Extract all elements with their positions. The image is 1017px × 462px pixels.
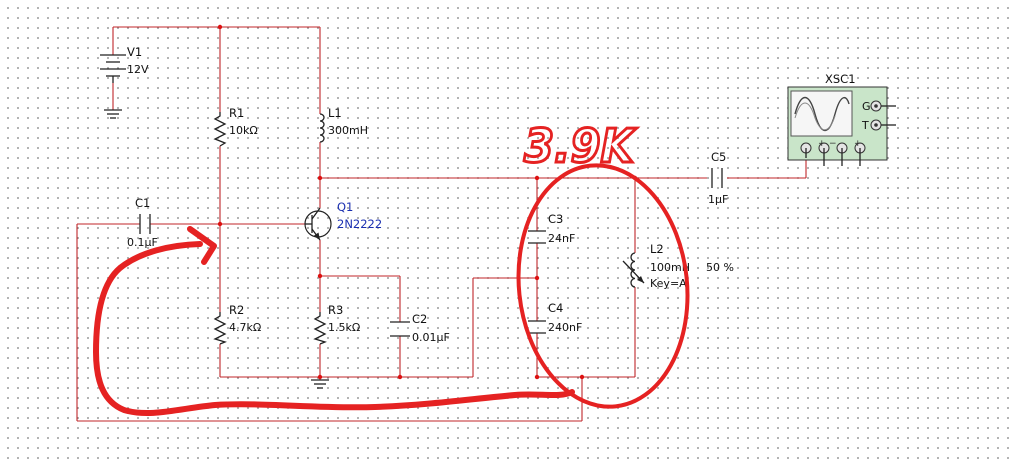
svg-text:+: + — [818, 139, 826, 149]
v1-value: 12V — [127, 63, 149, 76]
c2-value: 0.01µF — [412, 331, 450, 344]
ground-icon — [104, 109, 122, 119]
c5-name: C5 — [711, 150, 726, 164]
resistor-r2-symbol[interactable] — [213, 312, 227, 345]
resistor-r3-symbol[interactable] — [313, 312, 327, 345]
oscilloscope-xsc1[interactable]: + − + — [787, 86, 896, 166]
svg-text:−: − — [829, 139, 837, 149]
c3-value: 24nF — [548, 232, 575, 245]
r2-name: R2 — [229, 303, 244, 317]
r1-value: 10kΩ — [229, 124, 258, 137]
ground-icon — [311, 379, 329, 389]
svg-text:+: + — [854, 139, 862, 149]
q1-name: Q1 — [337, 200, 353, 214]
waveform-icon — [794, 96, 850, 132]
scope-t-label: T — [861, 119, 869, 132]
annotation-text: 3.9K — [524, 119, 637, 173]
capacitor-c3-symbol[interactable] — [528, 230, 546, 244]
scope-g-label: G — [862, 100, 871, 113]
l2-value: 100mH — [650, 261, 690, 274]
wires — [76, 26, 807, 422]
v1-name: V1 — [127, 45, 142, 59]
c5-value: 1µF — [708, 193, 728, 206]
battery-v1-symbol[interactable] — [100, 54, 126, 83]
l2-percent: 50 % — [706, 261, 734, 274]
r2-value: 4.7kΩ — [229, 321, 261, 334]
capacitor-c1-symbol[interactable] — [139, 214, 151, 234]
resistor-r1-symbol[interactable] — [213, 112, 227, 147]
c3-name: C3 — [548, 212, 563, 226]
c2-name: C2 — [412, 312, 427, 326]
l1-name: L1 — [328, 106, 342, 120]
variable-inductor-l2-symbol[interactable] — [622, 252, 645, 288]
r3-value: 1.5kΩ — [328, 321, 360, 334]
c1-name: C1 — [135, 196, 150, 210]
l1-value: 300mH — [328, 124, 368, 137]
c1-value: 0.1µF — [127, 236, 158, 249]
capacitor-c2-symbol[interactable] — [390, 321, 410, 337]
highlight-ellipse — [516, 163, 690, 409]
inductor-l1-symbol[interactable] — [319, 113, 325, 143]
transistor-q1-symbol[interactable] — [304, 207, 332, 241]
l2-key: Key=A — [650, 277, 687, 290]
capacitor-c4-symbol[interactable] — [528, 320, 546, 334]
handwritten-annotations: 3.9K — [93, 118, 690, 417]
r3-name: R3 — [328, 303, 343, 317]
scope-name: XSC1 — [825, 72, 856, 86]
r1-name: R1 — [229, 106, 244, 120]
c4-name: C4 — [548, 301, 563, 315]
q1-value: 2N2222 — [337, 217, 382, 231]
capacitor-c5-symbol[interactable] — [711, 168, 723, 188]
l2-name: L2 — [650, 242, 664, 256]
c4-value: 240nF — [548, 321, 582, 334]
feedback-arrow — [93, 241, 575, 417]
